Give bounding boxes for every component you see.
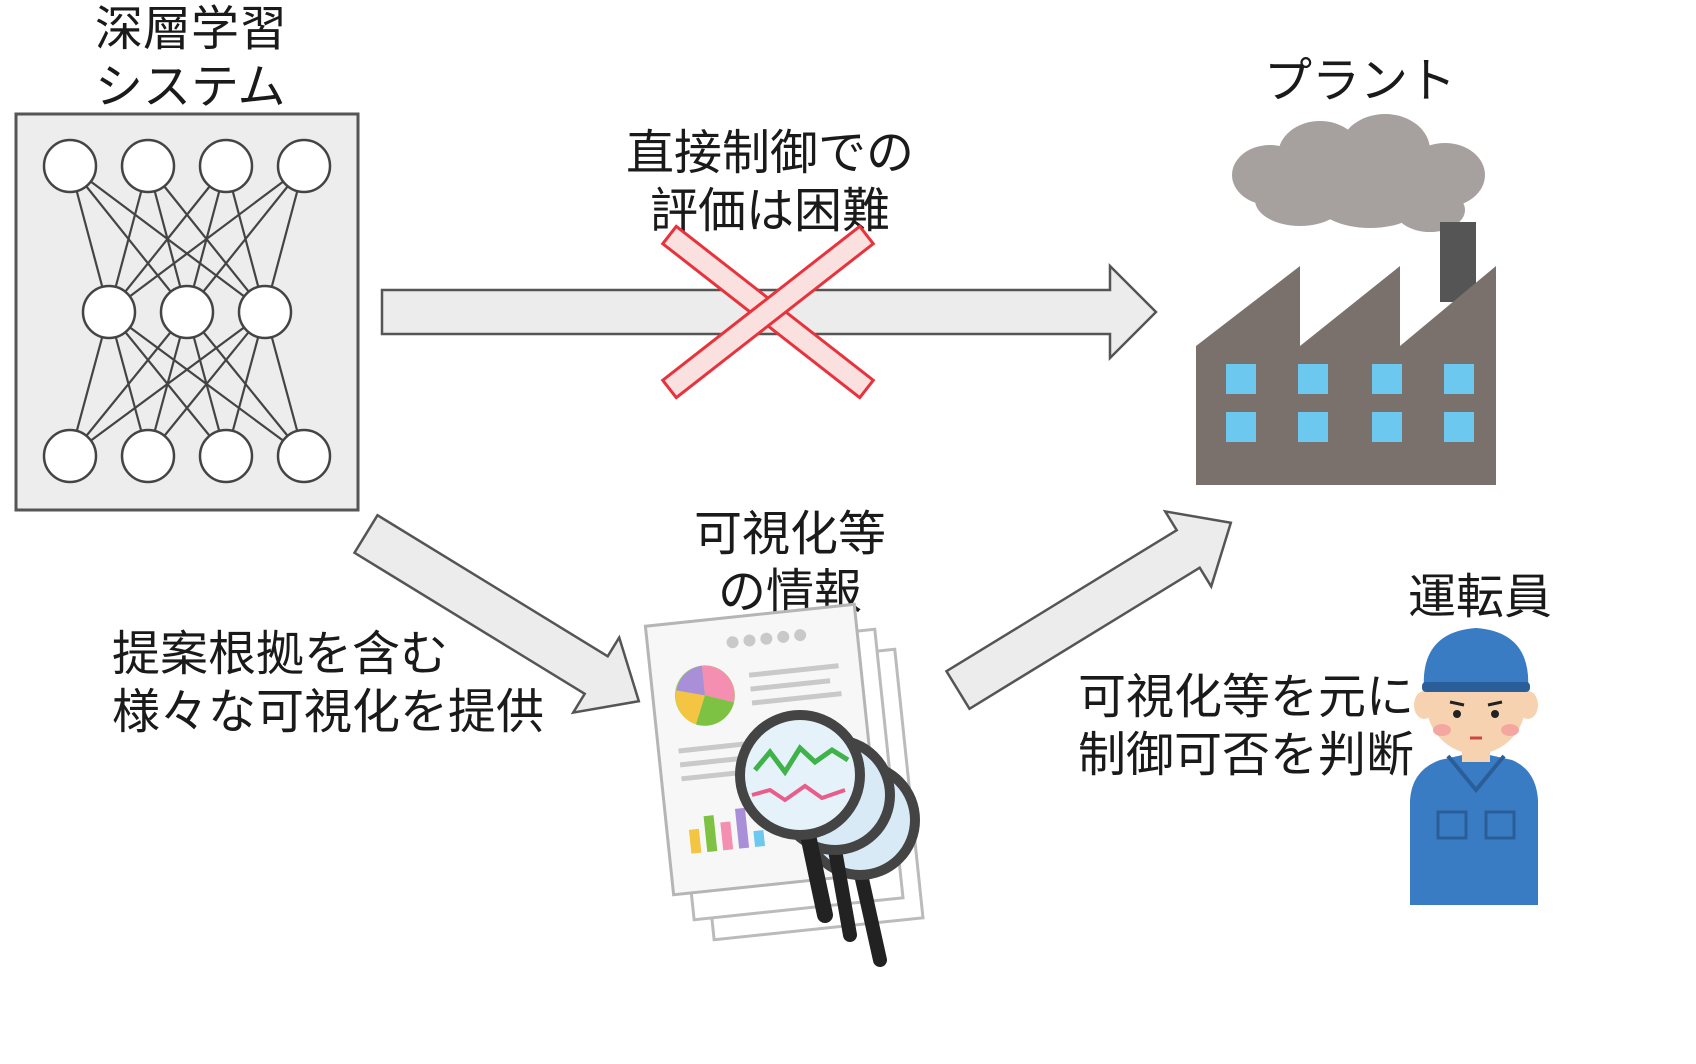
visualization-info-label: 可視化等 の情報 [693, 506, 886, 620]
nn-node [120, 428, 176, 484]
direct-control-label: 直接制御での 評価は困難 [625, 125, 914, 239]
provide-label: 提案根拠を含む 様々な可視化を提供 [112, 626, 545, 740]
judge-label: 可視化等を元に 制御可否を判断 [1078, 669, 1415, 783]
nn-node [276, 138, 332, 194]
provide-arrow [352, 513, 641, 715]
nn-node [42, 138, 98, 194]
nn-node [159, 284, 215, 340]
operator-icon [1410, 628, 1538, 905]
nn-edge [69, 311, 188, 457]
nn-node [42, 428, 98, 484]
nn-node [237, 284, 293, 340]
nn-node [120, 138, 176, 194]
nn-edge [69, 311, 266, 457]
nn-edge [147, 311, 266, 457]
nn-node [276, 428, 332, 484]
nn-edge [108, 165, 305, 313]
dl-system-label: 深層学習 システム [95, 1, 288, 115]
report-magnifier-icon [643, 602, 925, 967]
nn-node [198, 428, 254, 484]
cross-icon [660, 224, 876, 400]
nn-edge [108, 165, 227, 313]
nn-node [81, 284, 137, 340]
judge-arrow [944, 509, 1233, 711]
operator-label: 運転員 [1407, 569, 1552, 625]
factory-icon [1196, 114, 1496, 485]
nn-node [198, 138, 254, 194]
plant-label: プラント [1263, 53, 1456, 109]
nn-edge [186, 165, 305, 313]
neural-network-icon [14, 112, 360, 512]
